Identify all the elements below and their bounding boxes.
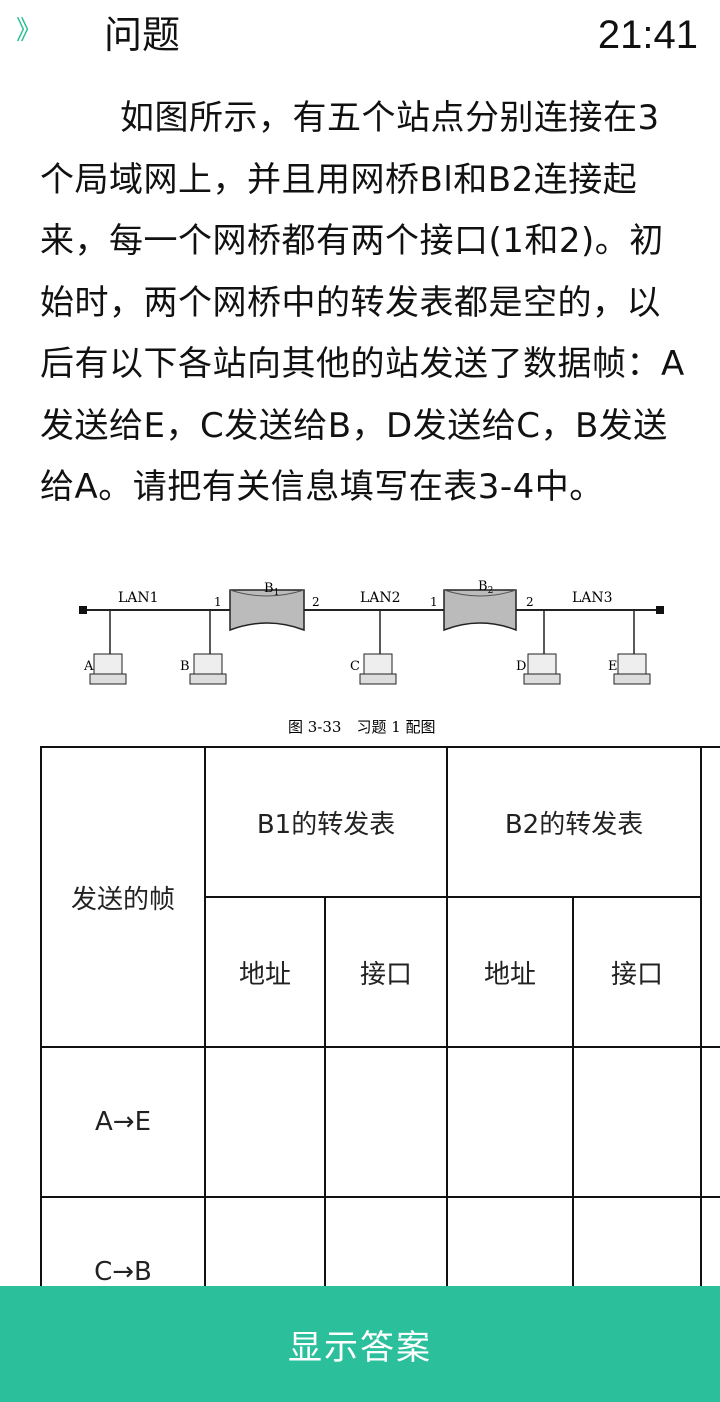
b2-port-right: 2 [526, 595, 534, 609]
station-d-icon [523, 610, 561, 685]
empty-cell [572, 1196, 703, 1286]
empty-cell [323, 1196, 449, 1286]
station-c-icon [359, 610, 397, 685]
table-row: C→B [40, 1196, 720, 1286]
table-row: A→E [40, 1046, 720, 1198]
station-e-label: E [608, 659, 618, 674]
frame-cell: A→E [40, 1046, 206, 1198]
header-b1-table: B1的转发表 [203, 746, 449, 898]
network-diagram-figure: LAN1 LAN2 LAN3 B1 B2 1 2 1 2 A B C D E 图… [79, 579, 664, 736]
sub-b1-port: 接口 [323, 896, 449, 1048]
station-e-icon [613, 610, 651, 685]
station-a-icon [89, 610, 127, 685]
bridge-b2-icon [443, 589, 517, 632]
header-extra [700, 746, 720, 1048]
sub-b2-port: 接口 [572, 896, 703, 1048]
empty-cell [204, 1046, 326, 1198]
empty-cell [323, 1046, 449, 1198]
station-d-label: D [516, 659, 526, 674]
station-c-label: C [350, 659, 360, 674]
forwarding-table-container: 发送的帧 B1的转发表 B2的转发表 地址 接口 地址 接口 A→E C→B [40, 746, 720, 1286]
b1-port-right: 2 [312, 595, 320, 609]
bridge-b2-label: B2 [478, 579, 493, 596]
question-text: 如图所示，有五个站点分别连接在3个局域网上，并且用网桥Bl和B2连接起来，每一个… [40, 98, 685, 507]
station-a-label: A [83, 659, 94, 674]
b1-port-left: 1 [214, 595, 222, 609]
header-frame: 发送的帧 [40, 746, 206, 1048]
sub-b2-address: 地址 [446, 896, 575, 1048]
bridge-b1-icon [229, 589, 305, 632]
empty-cell [446, 1196, 575, 1286]
lan3-label: LAN3 [572, 590, 613, 606]
sub-b1-address: 地址 [204, 896, 326, 1048]
frame-cell: C→B [40, 1196, 206, 1286]
lan3-terminator [656, 606, 664, 614]
forwarding-table: 发送的帧 B1的转发表 B2的转发表 地址 接口 地址 接口 A→E C→B [40, 746, 720, 1286]
empty-cell [700, 1196, 720, 1286]
station-b-icon [189, 610, 227, 685]
lan2-label: LAN2 [360, 590, 401, 606]
empty-cell [700, 1046, 720, 1198]
back-arrow-icon[interactable]: 》 [16, 16, 43, 46]
show-answer-button[interactable]: 显示答案 [0, 1286, 720, 1402]
page-title: 问题 [104, 13, 181, 57]
header-bar: 》 问题 21:41 [0, 0, 720, 70]
empty-cell [446, 1046, 575, 1198]
empty-cell [204, 1196, 326, 1286]
header-b2-table: B2的转发表 [446, 746, 703, 898]
station-b-label: B [180, 659, 190, 674]
b2-port-left: 1 [430, 595, 438, 609]
clock-time: 21:41 [597, 13, 698, 57]
lan1-terminator [79, 606, 87, 614]
empty-cell [572, 1046, 703, 1198]
lan1-label: LAN1 [118, 590, 159, 606]
figure-caption: 图 3-33 习题 1 配图 [288, 718, 436, 736]
bridge-b1-label: B1 [264, 581, 279, 598]
